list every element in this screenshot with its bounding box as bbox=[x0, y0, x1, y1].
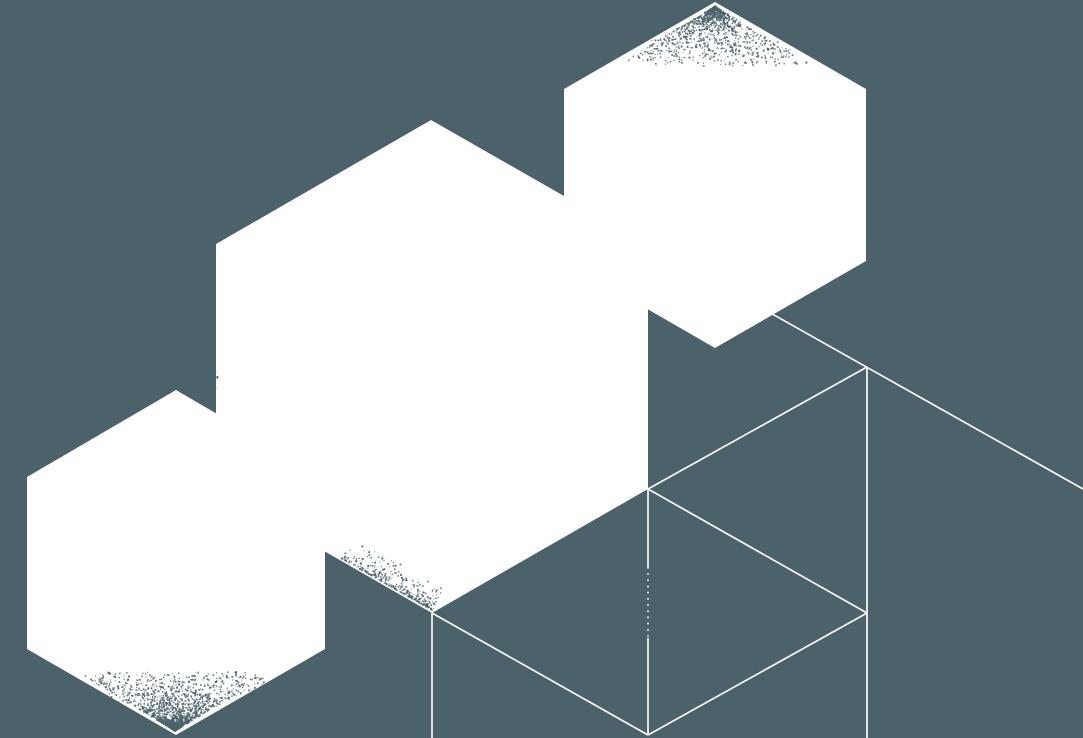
stipple-top-hexagon-scatter bbox=[649, 39, 791, 67]
stipple-top-hexagon-apex bbox=[628, 5, 808, 65]
hexagons bbox=[27, 2, 866, 735]
stipple-left-hexagon-scatter bbox=[99, 671, 266, 703]
hexagon-bottom-left bbox=[27, 390, 325, 735]
stipple-middle-hexagon-edge bbox=[340, 545, 442, 611]
line-lower-triangle bbox=[647, 612, 868, 736]
stipple-middle-hexagon-left-specks bbox=[210, 371, 219, 389]
line-node-down-right bbox=[647, 488, 868, 614]
line-hex-to-bottom-node bbox=[431, 612, 649, 736]
line-node-up-right bbox=[647, 366, 868, 490]
stipple-texture bbox=[84, 5, 808, 732]
stipple-left-hexagon-tip bbox=[84, 674, 262, 732]
